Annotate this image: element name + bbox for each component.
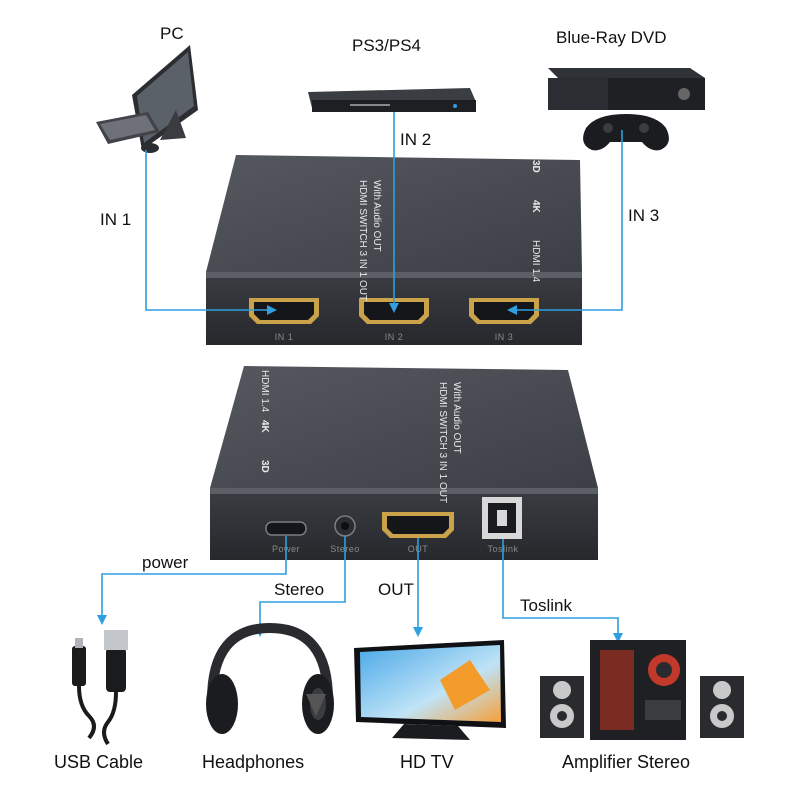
wire-in1 [145,150,277,315]
headphones-icon [206,622,334,734]
usb-cable-label: USB Cable [54,752,144,772]
box-bottom-badge-4k: 4K [259,420,270,434]
speakers-icon [540,640,744,740]
hdmi-port-out [382,512,454,538]
box-top-hdmi: HDMI 1.4 [530,240,541,283]
front-port-label-3: IN 3 [495,332,514,342]
stereo-label: Stereo [274,580,325,599]
box-top-title-line1: HDMI SWITCH 3 IN 1 OUT [357,180,368,301]
disc-player-icon [308,88,476,112]
bluray-label: Blue-Ray DVD [556,28,667,47]
pc-label: PC [160,24,184,43]
toslink-port [482,497,522,539]
hdtv-label: HD TV [400,752,454,772]
toslink-label: Toslink [520,596,572,615]
hdmi-port-in3 [469,298,539,324]
front-port-label-1: IN 1 [275,332,294,342]
wire-in3 [507,130,623,315]
tv-icon [354,640,506,740]
game-console-icon [548,68,705,151]
box-bottom-title-line2: With Audio OUT [451,382,462,454]
wire-stereo [255,536,346,637]
box-bottom-hdmi: HDMI 1.4 [259,370,270,413]
in2-label: IN 2 [400,130,432,149]
box-top-badge-4k: 4K [530,200,541,214]
power-label: power [142,553,189,572]
wire-power [97,536,287,625]
box-top-badge-3d: 3D [530,160,541,173]
wire-toslink [502,539,623,643]
input-wires [145,112,623,315]
in1-label: IN 1 [100,210,132,229]
output-wires [97,536,623,643]
out-label: OUT [378,580,414,599]
switch-box-bottom: Power Stereo OUT Toslink HDMI SWITCH 3 I… [210,366,598,560]
amplifier-label: Amplifier Stereo [562,752,691,772]
micro-usb-port [265,521,307,536]
pc-icon [96,45,198,153]
hdmi-port-in1 [249,298,319,324]
in3-label: IN 3 [628,206,660,225]
box-top-title-line2: With Audio OUT [371,180,382,252]
headphones-label: Headphones [202,752,305,772]
usb-cable-icon [72,630,128,746]
ps-label: PS3/PS4 [352,36,421,55]
box-bottom-title-line1: HDMI SWITCH 3 IN 1 OUT [437,382,448,503]
front-port-label-2: IN 2 [385,332,404,342]
box-bottom-badge-3d: 3D [259,460,270,473]
